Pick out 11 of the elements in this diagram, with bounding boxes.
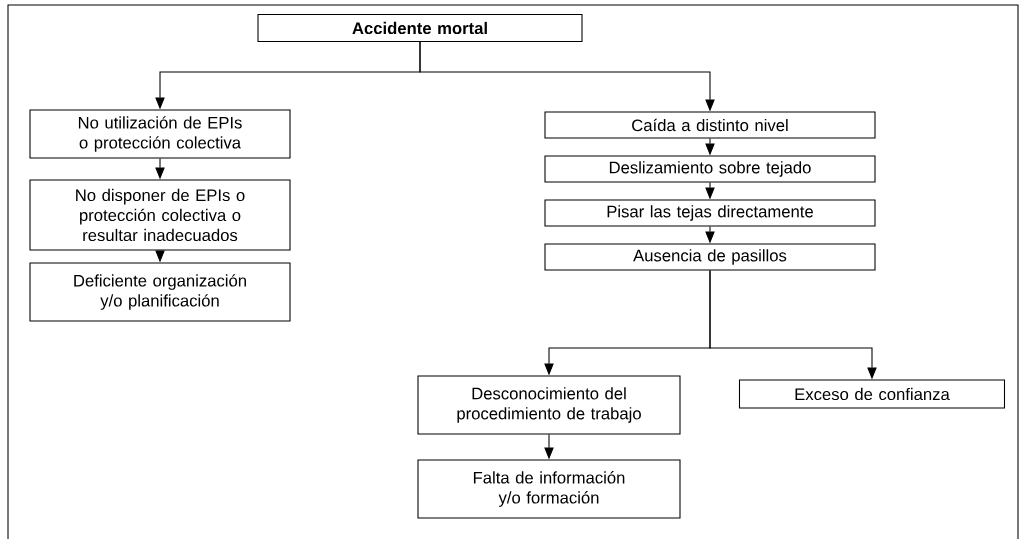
process-box: No disponer de EPIs o protección colectiva o resultar inadecuados (29, 179, 291, 251)
process-box: Pisar las tejas directamente (544, 199, 876, 227)
process-box: Caída a distinto nivel (544, 111, 876, 139)
process-box: Accidente mortal (257, 13, 583, 43)
process-box: Deficiente organización y/o planificación (29, 262, 291, 322)
process-box: Ausencia de pasillos (544, 243, 876, 271)
process-box: No utilización de EPIs o protección colectiva (29, 109, 291, 159)
process-box: Desconocimiento del procedimiento de trabajo (417, 375, 681, 435)
process-box: Exceso de confianza (738, 379, 1006, 409)
process-box: Deslizamiento sobre tejado (544, 155, 876, 183)
process-box: Falta de información y/o formación (417, 459, 681, 519)
